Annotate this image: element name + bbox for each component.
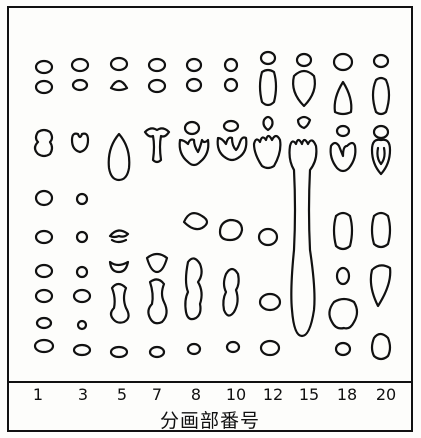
segment-number-15: 15 xyxy=(299,385,319,404)
figure-caption: 分画部番号 xyxy=(160,406,260,433)
column-8-shapes xyxy=(180,59,209,354)
column-1-shapes xyxy=(35,61,53,352)
segment-number-3: 3 xyxy=(78,385,88,404)
segment-number-10: 10 xyxy=(226,385,246,404)
column-18-shapes xyxy=(329,54,357,355)
segment-number-1: 1 xyxy=(33,385,43,404)
segment-number-18: 18 xyxy=(337,385,357,404)
column-15-shapes xyxy=(290,54,317,336)
segment-number-5: 5 xyxy=(117,385,127,404)
column-20-shapes xyxy=(371,55,390,359)
segment-number-12: 12 xyxy=(263,385,283,404)
segment-number-7: 7 xyxy=(152,385,162,404)
segment-number-20: 20 xyxy=(376,385,396,404)
column-12-shapes xyxy=(254,52,280,355)
column-5-shapes xyxy=(109,58,130,357)
column-7-shapes xyxy=(145,59,169,357)
column-3-shapes xyxy=(72,59,90,355)
column-10-shapes xyxy=(218,59,247,352)
segment-number-8: 8 xyxy=(191,385,201,404)
